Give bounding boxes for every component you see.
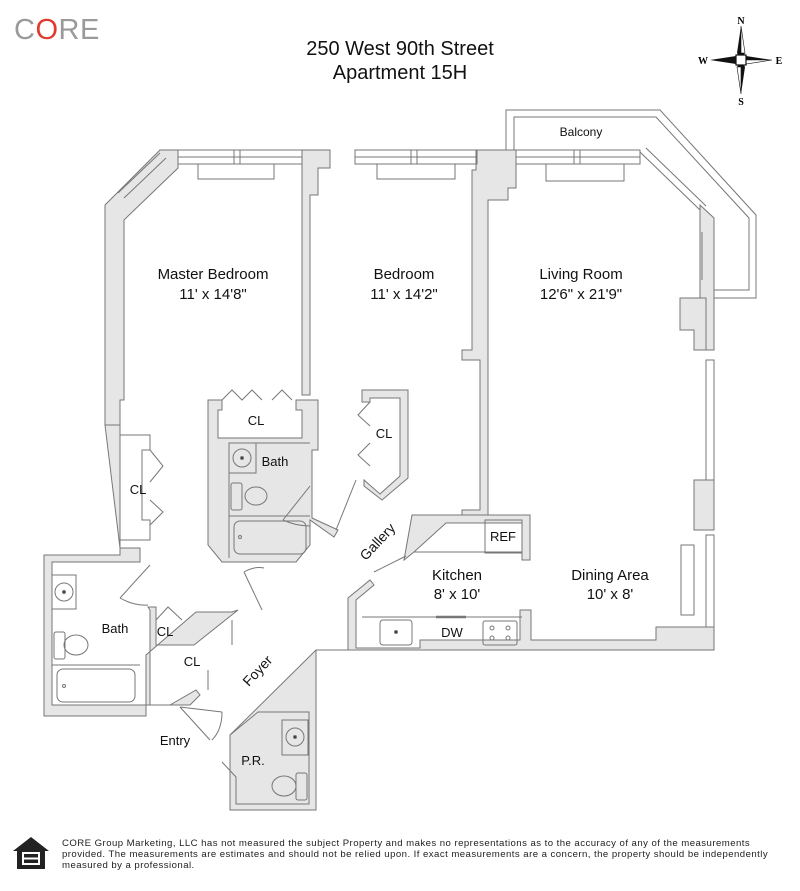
label-gallery: Gallery	[356, 520, 398, 563]
disclaimer-text: CORE Group Marketing, LLC has not measur…	[62, 838, 769, 871]
interior-lines	[51, 147, 715, 805]
room-labels: Master Bedroom 11' x 14'8" Bedroom 11' x…	[158, 266, 650, 603]
label-bath-1: Bath	[262, 454, 289, 469]
listing-title: 250 West 90th Street Apartment 15H	[0, 37, 800, 85]
closet-door-hall	[155, 606, 183, 621]
label-master-bedroom: Master Bedroom	[158, 266, 269, 283]
compass-east-label: E	[776, 56, 783, 67]
logo-letter-c: C	[14, 14, 36, 46]
radiator-living-room	[545, 163, 625, 182]
label-bedroom: Bedroom	[374, 266, 435, 283]
minor-labels: Balcony Bath Bath P.R. Entry CL CL CL CL…	[102, 125, 603, 768]
pr-toilet-bowl	[271, 775, 297, 797]
compass-west-point	[710, 56, 741, 64]
master-bedroom-west-wall	[104, 149, 179, 426]
core-logo: CORE	[14, 16, 100, 45]
label-closet-4: CL	[157, 624, 174, 639]
size-living-room: 12'6" x 21'9"	[540, 286, 622, 303]
label-foyer: Foyer	[239, 652, 275, 689]
size-bedroom: 11' x 14'2"	[370, 286, 438, 303]
closet-door-master	[221, 389, 263, 401]
partition-master-bedroom	[301, 149, 331, 396]
bath-1-toilet-tank	[230, 482, 243, 511]
bath-1-toilet-bowl	[244, 486, 268, 506]
label-refrigerator: REF	[490, 529, 516, 544]
kitchen-sink	[379, 619, 413, 646]
bath-1-door-2	[282, 485, 311, 521]
refrigerator	[484, 519, 523, 554]
bath-2-toilet-tank	[53, 631, 66, 660]
bath-1-door	[243, 571, 263, 611]
label-dining-area: Dining Area	[571, 567, 649, 584]
window-living-angled	[639, 151, 701, 211]
label-bath-2: Bath	[102, 621, 129, 636]
pr-sink-basin	[285, 727, 305, 747]
compass-north-label: N	[737, 16, 745, 27]
entry-door	[179, 706, 223, 713]
logo-letter-e: E	[79, 14, 100, 46]
hall-closet-walls	[145, 606, 239, 706]
partition-bedroom-living	[461, 149, 517, 521]
label-balcony: Balcony	[560, 125, 603, 139]
pr-room-outline	[221, 711, 310, 805]
window-east-1	[705, 359, 715, 481]
closet-door-bedroom	[357, 401, 371, 427]
bath-2-sink-basin	[54, 582, 74, 602]
equal-housing-opportunity-icon	[13, 837, 49, 869]
window-east-2	[705, 534, 715, 628]
unit-number: Apartment 15H	[332, 62, 468, 84]
size-dining-area: 10' x 8'	[587, 586, 634, 603]
walls	[43, 109, 757, 811]
gallery-door	[335, 479, 357, 531]
kitchen-door	[373, 555, 407, 573]
compass-rose-icon: N S W E	[698, 16, 783, 106]
radiator-dining	[680, 544, 695, 616]
bath-1-tub	[233, 520, 307, 555]
kitchen-stove	[482, 620, 518, 646]
closet-door-master-bedroom	[149, 449, 164, 483]
label-entry: Entry	[160, 733, 191, 748]
radiator-master-bedroom	[197, 163, 275, 180]
address: 250 West 90th Street	[306, 38, 494, 60]
label-kitchen: Kitchen	[432, 567, 482, 584]
label-closet-2: CL	[130, 482, 147, 497]
size-master-bedroom: 11' x 14'8"	[179, 286, 247, 303]
living-room-pier	[679, 297, 707, 351]
radiator-bedroom	[376, 163, 456, 180]
bath-1-sink-basin	[232, 448, 252, 468]
label-closet-1: CL	[248, 413, 265, 428]
label-closet-3: CL	[376, 426, 393, 441]
label-living-room: Living Room	[539, 266, 622, 283]
bath-2-sink	[51, 574, 77, 610]
bedroom-closet-walls	[361, 389, 409, 501]
logo-letter-r: R	[58, 14, 80, 46]
bath-2-toilet-bowl	[63, 634, 89, 656]
size-kitchen: 8' x 10'	[434, 586, 481, 603]
label-powder-room: P.R.	[241, 753, 265, 768]
living-room-pier-2	[693, 479, 715, 531]
pr-sink	[281, 719, 309, 756]
master-closet	[119, 434, 151, 541]
bath-2-tub	[56, 668, 136, 703]
bath-1-walls	[207, 399, 339, 563]
window-master-angled	[117, 152, 161, 194]
label-dishwasher: DW	[441, 625, 463, 640]
compass-west-label: W	[698, 56, 708, 67]
label-closet-5: CL	[184, 654, 201, 669]
bath-2-door	[119, 564, 151, 599]
logo-letter-o: O	[35, 14, 59, 46]
south-wall	[229, 579, 715, 811]
compass-south-label: S	[738, 97, 744, 106]
